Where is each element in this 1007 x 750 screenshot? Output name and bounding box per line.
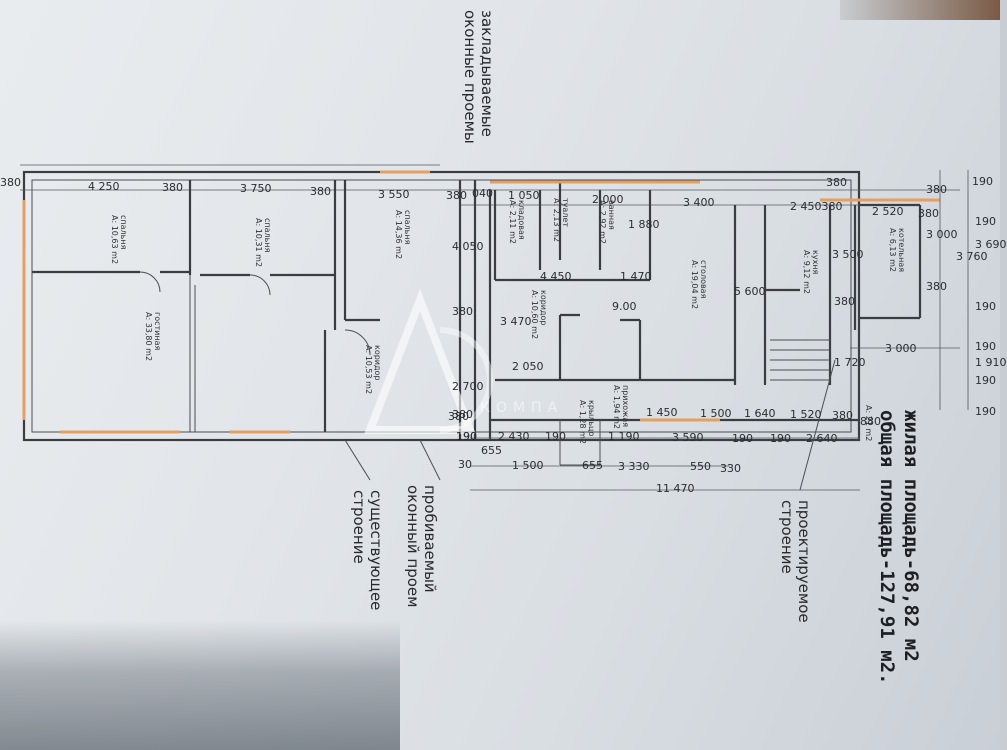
dim-label: 3 400 [683, 196, 715, 209]
watermark-text: КОМПА [480, 400, 564, 416]
dim-label: 380 [162, 181, 183, 194]
dim-label: 655 [481, 444, 502, 457]
dim-label: 2 430 [498, 430, 530, 443]
dim-label: 2 050 [512, 360, 544, 373]
dim-label: 3 000 [885, 342, 917, 355]
dim-label: 190 [975, 340, 996, 353]
dim-label: 4 250 [88, 180, 120, 193]
dim-label: 380 [310, 185, 331, 198]
dim-label: 9.00 [612, 300, 637, 313]
dim-label: 380 [926, 280, 947, 293]
dim-label: 190 [975, 405, 996, 418]
dim-label: 380 [452, 305, 473, 318]
dim-label: 2 520 [872, 205, 904, 218]
outer-wall [22, 170, 861, 442]
hand-shadow [0, 620, 400, 750]
dim-label: 2 700 [452, 380, 484, 393]
table-edge [840, 0, 1000, 20]
total-area: общая площадь-127,91 м2. [876, 410, 898, 685]
dim-label: 3 470 [500, 315, 532, 328]
dim-label: 655 [582, 459, 603, 472]
dim-label: 4 050 [452, 240, 484, 253]
dim-label: 1 640 [744, 407, 776, 420]
dim-label: 3 690 [975, 238, 1007, 251]
dim-label: 190 [770, 432, 791, 445]
dim-label: 550 [690, 460, 711, 473]
living-area-total: жилая площадь-68,82 м2 [900, 410, 922, 662]
dim-label: 330 [720, 462, 741, 475]
dim-label: 1 520 [790, 408, 822, 421]
dim-label: 190 [456, 430, 477, 443]
dim-label: 4 450 [540, 270, 572, 283]
dim-label: 3 590 [672, 431, 704, 444]
dim-label: 2 450380 [790, 200, 843, 213]
note-new-window: пробиваемый оконный проем [404, 485, 439, 608]
dim-label: 3 000 [926, 228, 958, 241]
dim-label: 380 [448, 410, 469, 423]
dim-label: 040 [472, 187, 493, 200]
dim-label: 190 [975, 300, 996, 313]
dim-label: 30 [458, 458, 472, 471]
dim-label: 2 000 [592, 193, 624, 206]
dim-label: 2 640 [806, 432, 838, 445]
dim-label: 190 [972, 175, 993, 188]
dim-label: 190 [456, 430, 477, 443]
dim-label: 190 [732, 432, 753, 445]
note-projected-building: проектируемое строение [778, 500, 813, 623]
dim-label: 1 470 [620, 270, 652, 283]
dim-label: 380 [926, 183, 947, 196]
dim-label: 1 500 [700, 407, 732, 420]
dim-label: 3 760 [956, 250, 988, 263]
inner-wall-line [31, 179, 852, 433]
dim-label: 1 050 [508, 189, 540, 202]
dim-label: 1 450 [646, 406, 678, 419]
dim-label: 1 720 [834, 356, 866, 369]
dim-label: 3 500 [832, 248, 864, 261]
note-existing-building: существующее строение [350, 490, 385, 611]
dim-label: 1 190 [608, 430, 640, 443]
dim-label: 1 910 [975, 356, 1007, 369]
dim-label: 380 [452, 408, 473, 421]
dim-label: 880 [860, 415, 881, 428]
dim-label: 380 [826, 176, 847, 189]
dim-label: 380 [0, 176, 21, 189]
dim-label: 3 550 [378, 188, 410, 201]
dim-label: 190 [975, 215, 996, 228]
dim-label: 3 750 [240, 182, 272, 195]
dim-label: 1 880 [628, 218, 660, 231]
dim-label: 380 [832, 409, 853, 422]
dim-label: 380 [446, 189, 467, 202]
note-closed-windows: закладываемые оконные проемы [461, 10, 496, 144]
dim-label: 380 [918, 207, 939, 220]
dim-label: 190 [545, 430, 566, 443]
dim-label: 11 470 [656, 482, 695, 495]
dim-label: 1 500 [512, 459, 544, 472]
dim-label: 5 600 [734, 285, 766, 298]
dim-label: 380 [834, 295, 855, 308]
dim-label: 3 330 [618, 460, 650, 473]
dim-label: 190 [975, 374, 996, 387]
